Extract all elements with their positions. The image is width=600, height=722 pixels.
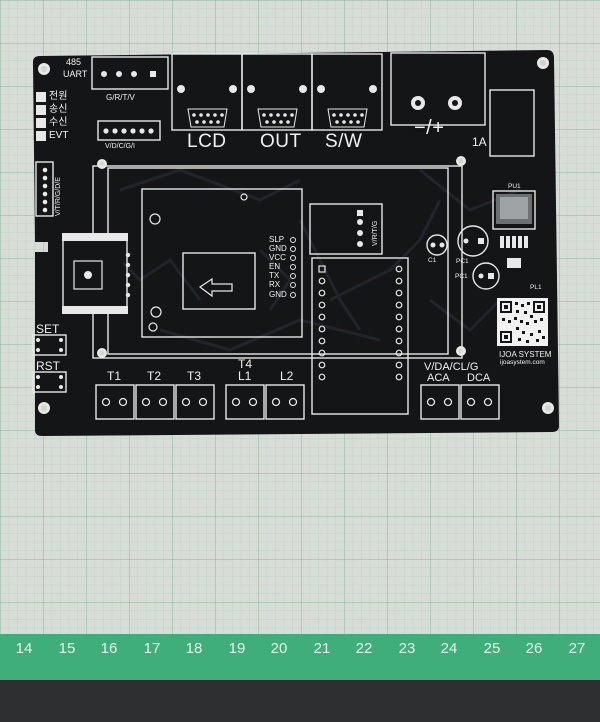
pin-label: VCC [269, 253, 286, 262]
header-grtv [91, 56, 169, 90]
desk-surface [0, 680, 600, 722]
terminal-t1 [95, 384, 135, 420]
ruler-number: 25 [483, 640, 501, 657]
pin-label: GND [269, 290, 287, 299]
pl1-label: PL1 [530, 284, 542, 291]
pu1-outline [492, 190, 536, 230]
led-label-rx: 수신 [49, 117, 68, 128]
rst-button-label: RST [36, 359, 60, 373]
led-label-tx: 송신 [49, 104, 68, 115]
header-pads [42, 71, 156, 213]
right-terminal-dca-label: DCA [467, 372, 491, 384]
pcb-board [33, 50, 559, 436]
capacitor-pads [430, 238, 494, 279]
terminal-label-t2: T2 [147, 369, 162, 383]
ruler-number: 21 [313, 640, 331, 657]
qr-code [497, 298, 548, 346]
pu1-label: PU1 [508, 183, 521, 190]
uart-label-uart: UART [63, 69, 88, 79]
ruler-number: 18 [185, 640, 203, 657]
right-terminal-aca-label: ACA [427, 372, 450, 384]
c1-outline [426, 234, 448, 256]
dsub-pads [177, 85, 377, 124]
ruler-number: 17 [143, 640, 161, 657]
header-vertical [35, 161, 54, 217]
terminal-label-t4: T4 [238, 357, 253, 371]
power-rating-label: 1A [472, 135, 487, 149]
pin-label: SLP [269, 235, 285, 244]
brand-url: ijoasystem.com [500, 359, 545, 366]
ruler-number: 26 [525, 640, 543, 657]
pc2-outline [472, 262, 500, 290]
vertical-header-label: V/T/R/G/D/E [55, 177, 62, 216]
terminal-t2 [135, 384, 175, 420]
ruler-number: 15 [58, 640, 76, 657]
connector-label-lcd: LCD [187, 131, 227, 152]
terminal-pads [101, 397, 493, 407]
fuse-outline [489, 89, 535, 157]
button-pads [36, 338, 63, 389]
connector-label-out: OUT [260, 131, 302, 152]
pin-label: EN [269, 262, 281, 271]
uart-label-485: 485 [66, 57, 82, 67]
pcb-traces [108, 168, 521, 352]
terminal-l1 [225, 384, 265, 420]
power-polarity-label: −/+ [414, 117, 445, 139]
ruler-number: 27 [568, 640, 586, 657]
led-label-evt: EVT [49, 130, 69, 141]
terminal-l2 [265, 384, 305, 420]
pin-label: GND [269, 244, 287, 253]
wifi-module-outline [141, 188, 303, 338]
rst-button-outline [32, 371, 67, 393]
led-pads [36, 92, 46, 141]
ruler-number: 24 [440, 640, 458, 657]
ic-socket-outline [311, 257, 409, 415]
ruler-number: 23 [398, 640, 416, 657]
dsub-shells [187, 108, 368, 128]
ruler-number: 16 [100, 640, 118, 657]
led-label-power: 전원 [49, 91, 68, 102]
header-vdcgi-label: V/D/C/G/I [105, 143, 135, 150]
set-button-label: SET [36, 322, 60, 336]
pc2-label: PC1 [455, 273, 468, 280]
ruler-strip: 14 15 16 17 18 19 20 21 22 23 24 25 26 2… [0, 634, 600, 680]
pin-label: TX [269, 271, 280, 280]
terminal-label-t3: T3 [187, 369, 202, 383]
terminal-t3 [175, 384, 215, 420]
ruler-number: 22 [355, 640, 373, 657]
connector-label-sw: S/W [325, 131, 363, 152]
pu1-component [496, 194, 532, 268]
terminal-label-t1: T1 [107, 369, 122, 383]
c1-label: C1 [428, 257, 437, 264]
power-jack-outline [390, 52, 486, 126]
ic-socket-pads [318, 265, 403, 381]
set-button-outline [32, 334, 67, 356]
header-vdcgi [97, 120, 161, 141]
pin-label: RX [269, 280, 281, 289]
terminal-label-l2: L2 [280, 369, 294, 383]
header-grtv-label: G/R/T/V [106, 93, 135, 102]
connector-sw-outline [311, 53, 383, 131]
vrtg-pads [357, 210, 363, 247]
left-chip-pads [62, 233, 131, 314]
right-terminal-top-label: V/DA/CL/G [424, 361, 479, 373]
terminal-label-l1: L1 [238, 369, 252, 383]
terminal-dca [460, 384, 500, 420]
module-chip-outline [182, 252, 256, 310]
ruler-number: 19 [228, 640, 246, 657]
power-jack-pads [411, 96, 462, 110]
ruler-number: 20 [270, 640, 288, 657]
brand-name: IJOA SYSTEM [499, 350, 552, 359]
terminal-aca [420, 384, 460, 420]
ruler-number: 14 [15, 640, 33, 657]
pc1-outline [457, 225, 489, 257]
vrtg-block-outline [309, 203, 383, 255]
vrtg-label: V/R/T/G [372, 220, 379, 246]
pc1-label: PC1 [456, 258, 469, 265]
module-details [148, 193, 296, 332]
